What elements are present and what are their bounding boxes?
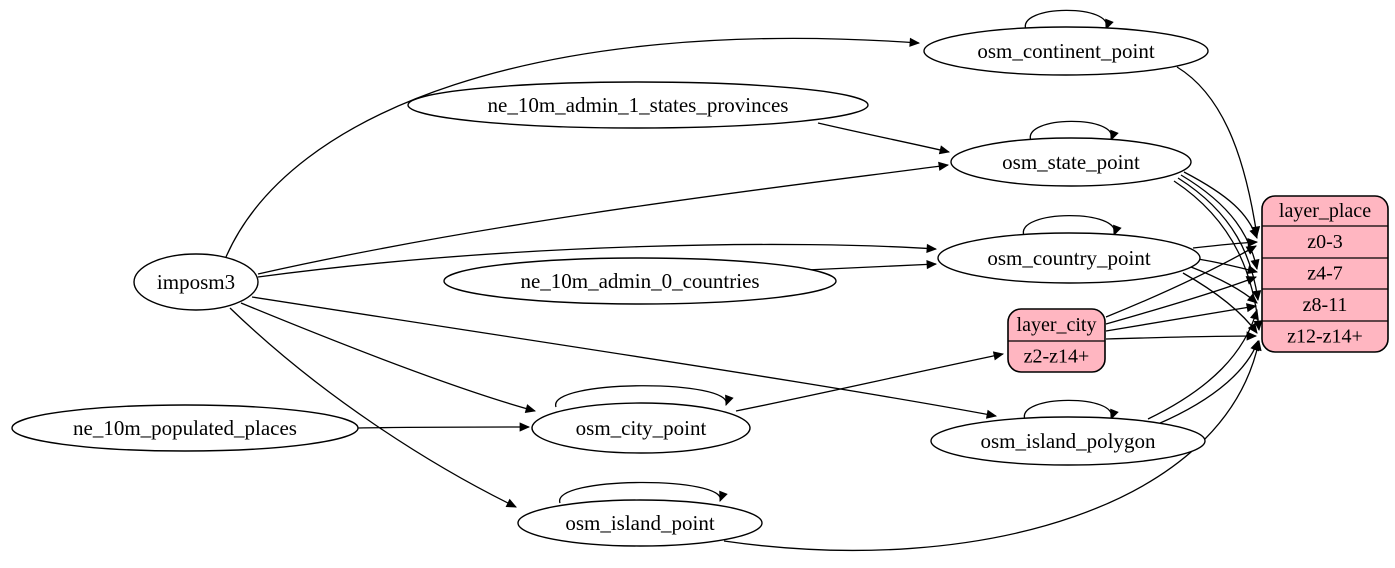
edges-layer xyxy=(225,9,1263,552)
record-row-layer_place-0: z0-3 xyxy=(1307,231,1343,253)
node-osm_continent_point: osm_continent_point xyxy=(923,26,1209,76)
record-title-layer_place: layer_place xyxy=(1279,200,1371,222)
node-osm_country_point: osm_country_point xyxy=(937,232,1201,284)
node-label-osm_city_point: osm_city_point xyxy=(576,416,707,440)
record-row-layer_place-3: z12-z14+ xyxy=(1287,326,1363,348)
node-shape-ne_10m_admin_1_states_provinces xyxy=(407,81,869,129)
edge-osm_state_point->layer_place:z4-7 xyxy=(1180,174,1260,271)
node-label-imposm3: imposm3 xyxy=(157,270,235,294)
self-loop-osm_city_point->osm_city_point xyxy=(555,385,734,408)
record-row-layer_place-2: z8-11 xyxy=(1303,294,1348,316)
node-label-osm_island_polygon: osm_island_polygon xyxy=(980,429,1156,453)
node-label-osm_country_point: osm_country_point xyxy=(987,246,1150,270)
node-ne_10m_admin_1_states_provinces: ne_10m_admin_1_states_provinces xyxy=(407,81,869,129)
node-shape-imposm3 xyxy=(133,253,259,311)
node-osm_state_point: osm_state_point xyxy=(950,137,1192,187)
edge-imposm3->osm_state_point xyxy=(257,161,950,275)
node-ne_10m_populated_places: ne_10m_populated_places xyxy=(11,404,359,452)
edge-imposm3->osm_continent_point xyxy=(225,37,921,258)
edge-osm_state_point->layer_place:z0-3 xyxy=(1183,171,1258,239)
node-shape-osm_island_polygon xyxy=(930,416,1206,466)
edge-ne_10m_populated_places->osm_city_point xyxy=(357,422,531,432)
record-title-layer_city: layer_city xyxy=(1017,314,1097,336)
node-label-ne_10m_admin_0_countries: ne_10m_admin_0_countries xyxy=(520,269,759,293)
edge-imposm3->osm_island_polygon xyxy=(251,296,998,419)
node-shape-osm_city_point xyxy=(531,402,751,454)
edge-ne_10m_admin_1_states_provinces->osm_state_point xyxy=(817,122,951,155)
node-osm_island_point: osm_island_point xyxy=(517,499,763,547)
edge-ne_10m_admin_0_countries->osm_country_point xyxy=(805,259,938,271)
edge-osm_city_point->layer_city:z2-z14+ xyxy=(735,351,1005,412)
node-shape-ne_10m_populated_places xyxy=(11,404,359,452)
record-layer_place: layer_place z0-3 z4-7 z8-11 z12-z14+ xyxy=(1261,195,1389,353)
self-loop-osm_continent_point->osm_continent_point xyxy=(1024,9,1114,31)
edge-layer_city->layer_place:z0-3 xyxy=(1105,245,1257,318)
edge-layer_city->layer_place:z12-z14+ xyxy=(1105,331,1258,341)
node-shape-ne_10m_admin_0_countries xyxy=(443,257,837,305)
node-shape-osm_state_point xyxy=(950,137,1192,187)
edge-osm_country_point->layer_place:z4-7 xyxy=(1197,258,1259,275)
edge-osm_continent_point->layer_place:z0-3 xyxy=(1176,66,1261,238)
record-row-layer_place-1: z4-7 xyxy=(1307,263,1343,285)
self-loop-osm_country_point->osm_country_point xyxy=(1023,215,1122,237)
node-imposm3: imposm3 xyxy=(133,253,259,311)
record-row-layer_city-0: z2-z14+ xyxy=(1024,346,1090,368)
edge-osm_state_point->layer_place:z8-11 xyxy=(1177,177,1262,302)
node-ne_10m_admin_0_countries: ne_10m_admin_0_countries xyxy=(443,257,837,305)
node-label-osm_state_point: osm_state_point xyxy=(1002,150,1140,174)
node-osm_island_polygon: osm_island_polygon xyxy=(930,416,1206,466)
edge-osm_country_point->layer_place:z12-z14+ xyxy=(1182,272,1258,334)
edge-imposm3->osm_country_point xyxy=(257,243,938,278)
edge-imposm3->osm_city_point xyxy=(240,302,537,413)
edge-layer_city->layer_place:z8-11 xyxy=(1105,303,1258,332)
edge-osm_island_polygon->layer_place:z8-11 xyxy=(1147,309,1259,420)
node-label-osm_island_point: osm_island_point xyxy=(565,511,715,535)
node-shape-osm_country_point xyxy=(937,232,1201,284)
self-loop-osm_island_point->osm_island_point xyxy=(559,481,728,504)
record-shape-layer_place xyxy=(1261,195,1389,353)
node-shape-osm_continent_point xyxy=(923,26,1209,76)
self-loop-osm_island_polygon->osm_island_polygon xyxy=(1023,399,1119,421)
self-loop-osm_state_point->osm_state_point xyxy=(1029,120,1119,142)
node-shape-osm_island_point xyxy=(517,499,763,547)
edge-osm_country_point->layer_place:z0-3 xyxy=(1192,237,1259,249)
node-label-ne_10m_populated_places: ne_10m_populated_places xyxy=(73,416,297,440)
node-label-ne_10m_admin_1_states_provinces: ne_10m_admin_1_states_provinces xyxy=(488,93,789,117)
record-layer_city: layer_city z2-z14+ xyxy=(1007,308,1106,373)
edge-osm_island_point->layer_place:z12-z14+ xyxy=(723,339,1262,552)
node-osm_city_point: osm_city_point xyxy=(531,402,751,454)
node-label-osm_continent_point: osm_continent_point xyxy=(977,39,1154,63)
edge-osm_island_polygon->layer_place:z12-z14+ xyxy=(1157,340,1260,425)
edge-imposm3->osm_island_point xyxy=(229,307,517,508)
nodes-layer: imposm3 ne_10m_admin_1_states_provincesne… xyxy=(11,26,1389,547)
edge-layer_city->layer_place:z4-7 xyxy=(1105,276,1257,325)
